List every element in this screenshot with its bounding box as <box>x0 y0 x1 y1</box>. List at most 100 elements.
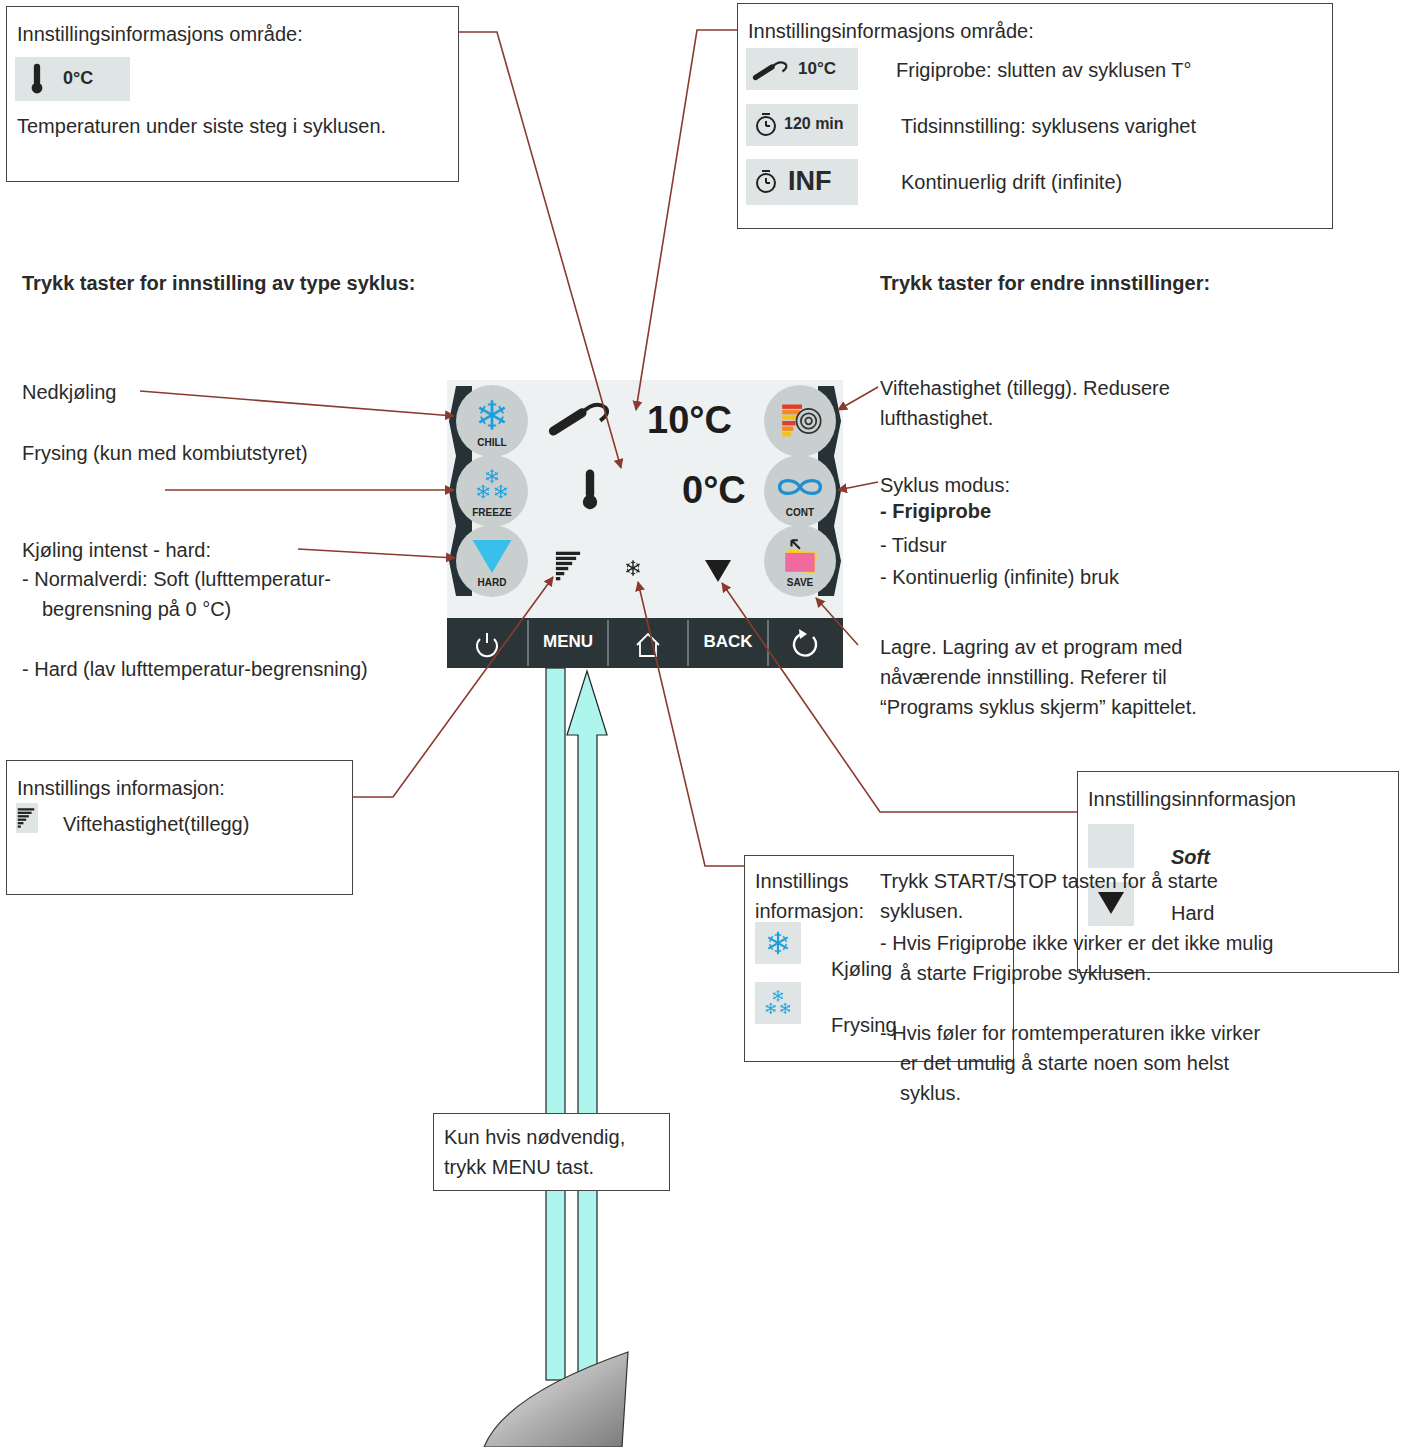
drawing-part <box>782 405 802 409</box>
drawing-part <box>780 1006 790 1012</box>
drawing-part <box>499 496 503 497</box>
drawing-part <box>556 572 564 575</box>
drawing-part <box>479 408 504 423</box>
drawing-part <box>757 117 775 135</box>
drawing-part <box>556 567 568 570</box>
drawing-part <box>479 408 504 423</box>
drawing-part <box>781 992 783 995</box>
box-heading: Innstillingsinformasjons område: <box>17 19 447 49</box>
drawing-part <box>767 935 790 952</box>
page-curl <box>484 1352 628 1447</box>
drawing-part <box>553 413 582 431</box>
drawing-part <box>556 577 560 580</box>
leader-line <box>165 489 454 491</box>
screen-button: HARD <box>456 525 528 597</box>
drawing-part <box>781 1009 783 1012</box>
note-text: - Hvis føler for romtemperaturen ikke vi… <box>880 1018 1280 1108</box>
drawing-part <box>626 564 639 572</box>
info-box: Innstillingsinformasjons område:Frigipro… <box>737 3 1333 229</box>
drawing-part <box>780 481 821 494</box>
drawing-part <box>567 671 607 1380</box>
drawing-part <box>478 492 480 495</box>
note-text: - Hvis Frigiprobe ikke virker er det ikk… <box>880 928 1280 988</box>
screen-button: FREEZE <box>456 455 528 527</box>
drawing-part <box>476 485 490 499</box>
snow-icon <box>477 400 507 429</box>
probe-icon <box>553 405 607 431</box>
drawing-part <box>18 812 32 814</box>
clock-icon <box>757 171 775 192</box>
drawing-part <box>784 1012 787 1013</box>
inf-icon <box>780 481 821 494</box>
drawing-part <box>447 618 843 668</box>
section-heading: Trykk taster for endre innstillinger: <box>880 268 1240 298</box>
thermo-icon <box>583 470 597 510</box>
drawing-part <box>782 432 791 436</box>
menu-key: BACK <box>688 618 768 668</box>
drawing-part <box>504 492 506 495</box>
drawing-part <box>486 487 488 490</box>
box-text: 10°C <box>798 58 856 80</box>
drawing-part <box>494 485 508 499</box>
drawing-part <box>805 418 812 425</box>
bars-icon <box>556 552 580 581</box>
drawing-part <box>783 944 786 950</box>
drawing-part <box>494 486 508 496</box>
drawing-part <box>768 937 787 948</box>
box-text: Frigiprobe: slutten av syklusen T° <box>896 55 1326 85</box>
note-text: Nedkjøling <box>22 377 222 407</box>
drawing-part <box>481 486 485 487</box>
drawing-part <box>556 562 572 565</box>
snow-icon <box>625 560 641 575</box>
drawing-part <box>784 1003 787 1014</box>
menu-key: MENU <box>528 618 608 668</box>
drawing-part <box>496 487 498 490</box>
drawing-part <box>486 492 488 495</box>
drawing-part <box>488 400 496 429</box>
save-icon <box>785 540 817 573</box>
drawing-part <box>762 171 770 183</box>
drawing-part <box>637 563 639 567</box>
drawing-part <box>481 485 485 499</box>
menu-arrows <box>484 668 628 1447</box>
snow3-icon <box>765 990 791 1014</box>
note-text: Trykk START/STOP tasten for å starte syk… <box>880 866 1280 926</box>
drawing-part <box>781 996 783 999</box>
drawing-part <box>556 552 580 555</box>
box-text: HARD <box>456 577 528 588</box>
leader-line <box>638 582 744 866</box>
drawing-part <box>779 1004 790 1012</box>
section-heading: - Frigiprobe <box>880 496 1180 526</box>
drawing-part <box>767 935 790 952</box>
tri-icon <box>705 560 731 582</box>
drawing-part <box>491 469 492 483</box>
drawing-part <box>775 934 781 935</box>
drawing-part <box>477 488 489 495</box>
drawing-part <box>627 569 629 573</box>
drawing-part <box>783 936 786 942</box>
drawing-part <box>495 488 507 495</box>
drawing-part <box>774 996 776 999</box>
drawing-part <box>476 486 490 496</box>
drawing-part <box>504 487 506 490</box>
drawing-part <box>473 540 512 573</box>
bars-icon <box>18 808 35 828</box>
drawing-part <box>32 83 43 94</box>
drawing-part <box>1098 892 1124 914</box>
box-text: CONT <box>764 507 836 518</box>
screen-button: CHILL <box>456 385 528 457</box>
drawing-part <box>527 620 529 666</box>
drawing-part <box>765 1004 776 1012</box>
icon-tile <box>1088 824 1134 868</box>
drawing-part <box>18 808 35 810</box>
info-chip: INF <box>746 159 858 205</box>
snow3-icon <box>476 469 508 498</box>
drawing-part <box>626 564 639 572</box>
note-text: Viftehastighet (tillegg). Redusere lufth… <box>880 373 1280 433</box>
drawing-part <box>764 385 836 457</box>
icon-tile <box>755 922 801 964</box>
drawing-part <box>607 620 609 666</box>
drawing-part <box>490 469 494 483</box>
drawing-part <box>784 1004 787 1005</box>
